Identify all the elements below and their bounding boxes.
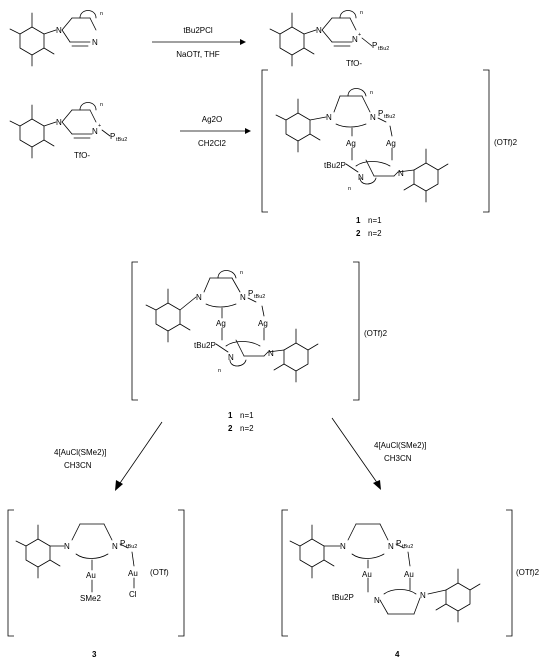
tbu2p-label: tBu2P <box>194 341 216 350</box>
n-atom-label: N <box>420 591 426 600</box>
n-atom-label: N <box>56 118 62 127</box>
triflate-counterion: TfO- <box>346 59 362 68</box>
gold-atom-label: Au <box>362 570 372 579</box>
compound-n-value: n=1 <box>240 411 254 420</box>
n-atom-label: N <box>64 542 70 551</box>
n-atom-label: N <box>358 173 364 182</box>
ring-size-label: n <box>240 270 243 276</box>
n-atom-label: N <box>92 127 98 136</box>
reagent-label: Ag2O <box>202 115 222 124</box>
n-atom-label: N <box>374 596 380 605</box>
reaction-arrow-1: tBu2PCl NaOTf, THF <box>152 26 246 59</box>
gold-complex-4: N N P tBu2 Au Au tBu2P N N (OTf)2 4 <box>281 509 540 659</box>
ring-size-label: n <box>370 90 373 96</box>
n-atom-label: N <box>340 542 346 551</box>
ring-size-label: n <box>218 368 221 374</box>
silver-dimer-complex: N N n P tBu2 Ag Ag tBu2P N N n (OTf)2 1 … <box>261 69 518 238</box>
n-atom-label: N <box>326 113 332 122</box>
compound-n-value: n=2 <box>240 424 254 433</box>
compound-number: 1 <box>228 411 233 420</box>
silver-atom-label: Ag <box>216 319 226 328</box>
triflate-counterion: (OTf)2 <box>364 329 388 338</box>
n-atom-label: N <box>370 113 376 122</box>
gold-complex-3: N N P tBu2 Au Au SMe2 Cl (OTf) 3 <box>7 509 185 659</box>
compound-n-value: n=1 <box>368 216 382 225</box>
gold-atom-label: Au <box>86 571 96 580</box>
n-atom-label: N <box>56 26 62 35</box>
tbu2p-label: tBu2P <box>332 593 354 602</box>
reagent-label: CH3CN <box>64 461 92 470</box>
chloride-ligand: Cl <box>129 590 137 599</box>
starting-imidazoline: N N n <box>9 10 103 67</box>
n-atom-label: N <box>352 35 358 44</box>
reagent-label: CH2Cl2 <box>198 139 227 148</box>
compound-number: 1 <box>356 216 361 225</box>
silver-atom-label: Ag <box>258 319 268 328</box>
silver-atom-label: Ag <box>346 139 356 148</box>
ring-size-label: n <box>360 10 363 16</box>
n-atom-label: N <box>92 38 98 47</box>
imidazolium-reactant: N N + n P tBu2 TfO- <box>9 102 127 160</box>
phosphorus-label: P <box>120 539 125 548</box>
n-atom-label: N <box>388 542 394 551</box>
tbu2-substituent: tBu2 <box>384 114 395 120</box>
silver-dimer-central: N N n P tBu2 Ag Ag tBu2P N N n (OTf)2 1 … <box>131 261 388 433</box>
n-atom-label: N <box>112 542 118 551</box>
tbu2-substituent: tBu2 <box>116 137 127 143</box>
tbu2-substituent: tBu2 <box>402 544 413 550</box>
n-atom-label: N <box>398 169 404 178</box>
reagent-label: NaOTf, THF <box>176 50 220 59</box>
plus-charge: + <box>358 32 361 38</box>
phosphorus-label: P <box>372 41 377 50</box>
compound-number: 2 <box>228 424 233 433</box>
n-atom-label: N <box>268 349 274 358</box>
gold-atom-label: Au <box>128 569 138 578</box>
reagent-label: tBu2PCl <box>183 26 213 35</box>
tbu2-substituent: tBu2 <box>126 544 137 550</box>
reaction-arrow-right: 4[AuCl(SMe2)] CH3CN <box>331 417 426 490</box>
n-atom-label: N <box>240 293 246 302</box>
compound-number: 4 <box>395 650 400 659</box>
compound-number: 3 <box>92 650 97 659</box>
tbu2-substituent: tBu2 <box>254 294 265 300</box>
reaction-arrow-left: 4[AuCl(SMe2)] CH3CN <box>54 421 163 491</box>
triflate-counterion: (OTf)2 <box>494 138 518 147</box>
phosphorus-label: P <box>378 109 383 118</box>
triflate-counterion: (OTf)2 <box>516 568 540 577</box>
n-atom-label: N <box>228 353 234 362</box>
triflate-counterion: (OTf) <box>150 568 169 577</box>
phosphorus-label: P <box>110 132 115 141</box>
n-atom-label: N <box>196 293 202 302</box>
compound-n-value: n=2 <box>368 229 382 238</box>
tbu2-substituent: tBu2 <box>378 46 389 52</box>
sme2-ligand: SMe2 <box>80 594 101 603</box>
plus-charge: + <box>98 123 101 129</box>
silver-atom-label: Ag <box>386 139 396 148</box>
ring-size-label: n <box>100 102 103 108</box>
ring-size-label: n <box>348 186 351 192</box>
reagent-label: CH3CN <box>384 454 412 463</box>
reagent-label: 4[AuCl(SMe2)] <box>54 448 106 457</box>
phosphorus-label: P <box>396 539 401 548</box>
reaction-arrow-2: Ag2O CH2Cl2 <box>180 115 251 148</box>
tbu2p-label: tBu2P <box>324 161 346 170</box>
phosphino-imidazolium-product: N N + n P tBu2 TfO- <box>269 10 389 68</box>
reagent-label: 4[AuCl(SMe2)] <box>374 441 426 450</box>
phosphorus-label: P <box>248 289 253 298</box>
ring-size-label: n <box>100 11 103 17</box>
n-atom-label: N <box>316 26 322 35</box>
compound-number: 2 <box>356 229 361 238</box>
triflate-counterion: TfO- <box>74 151 90 160</box>
gold-atom-label: Au <box>404 570 414 579</box>
